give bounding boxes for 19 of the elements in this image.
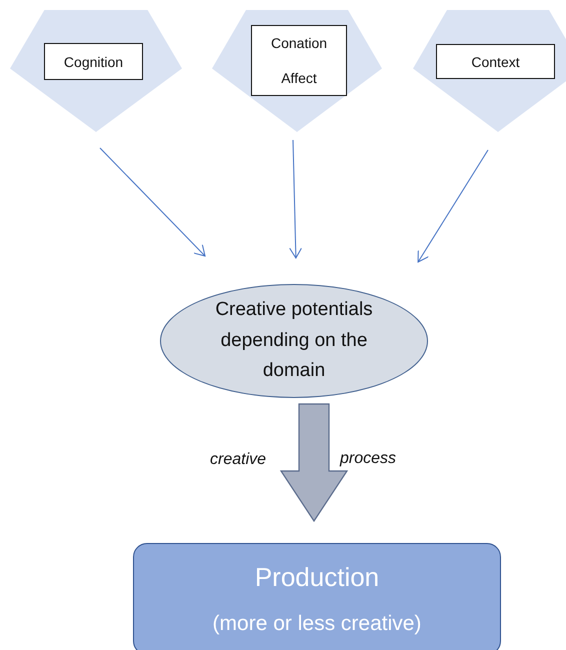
- label-box: [44, 43, 143, 80]
- node-text: Creative potentials depending on the domain: [214, 298, 374, 384]
- edge-label: creative: [210, 450, 266, 468]
- arrow: [418, 150, 488, 262]
- arrow: [289, 140, 302, 258]
- block-arrow: [280, 403, 348, 522]
- text-label: process: [340, 450, 396, 468]
- arrow: [100, 148, 206, 256]
- label-box: [436, 44, 555, 79]
- pentagon-shape: [10, 10, 182, 132]
- node-text: Context: [471, 54, 520, 70]
- node-text: Affect: [281, 70, 317, 86]
- pentagon-shape: [212, 10, 382, 132]
- node-text: Production: [254, 562, 380, 593]
- node-text: (more or less creative): [212, 612, 422, 636]
- node-text: Cognition: [64, 54, 124, 70]
- node-text: Conation: [270, 35, 328, 52]
- rounded-box: [133, 543, 501, 650]
- label-box: [251, 25, 347, 96]
